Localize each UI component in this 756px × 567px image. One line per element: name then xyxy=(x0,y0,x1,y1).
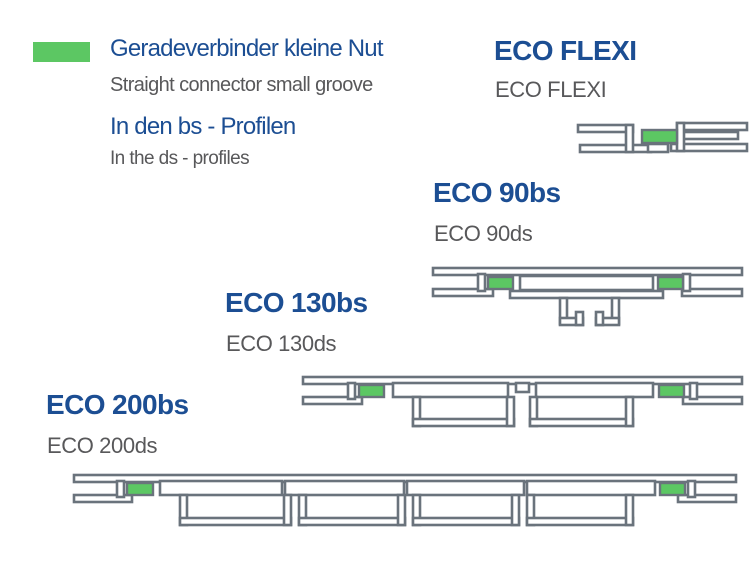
green-connector-swatch-icon xyxy=(33,42,90,62)
profile-name-ds-eco-flexi: ECO FLEXI xyxy=(495,77,607,102)
connector-block xyxy=(657,383,686,399)
connector-block xyxy=(125,481,155,497)
profile-name-bs-eco-90: ECO 90bs xyxy=(433,177,561,208)
profile-name-bs-eco-130: ECO 130bs xyxy=(225,287,368,318)
legend-title-de: Geradeverbinder kleine Nut xyxy=(110,35,384,62)
legend-subtitle-de: In den bs - Profilen xyxy=(110,113,296,140)
connector-block xyxy=(486,275,515,291)
legend-subtitle-en: In the ds - profiles xyxy=(110,148,250,169)
profile-cross-section-eco-90 xyxy=(431,266,744,327)
connector-block xyxy=(640,128,679,145)
connector-block xyxy=(658,481,687,497)
profile-name-bs-eco-200: ECO 200bs xyxy=(46,389,189,420)
connector-block xyxy=(656,275,685,291)
legend-title-en: Straight connector small groove xyxy=(110,74,373,96)
profile-name-ds-eco-130: ECO 130ds xyxy=(226,331,337,356)
profile-cross-section-eco-130 xyxy=(301,375,744,428)
connector-block xyxy=(357,383,386,399)
profile-name-ds-eco-200: ECO 200ds xyxy=(47,433,158,458)
profile-cross-section-eco-200 xyxy=(72,473,738,527)
profile-cross-section-eco-flexi xyxy=(576,121,749,154)
profile-name-ds-eco-90: ECO 90ds xyxy=(434,221,533,246)
profile-name-bs-eco-flexi: ECO FLEXI xyxy=(494,35,637,66)
